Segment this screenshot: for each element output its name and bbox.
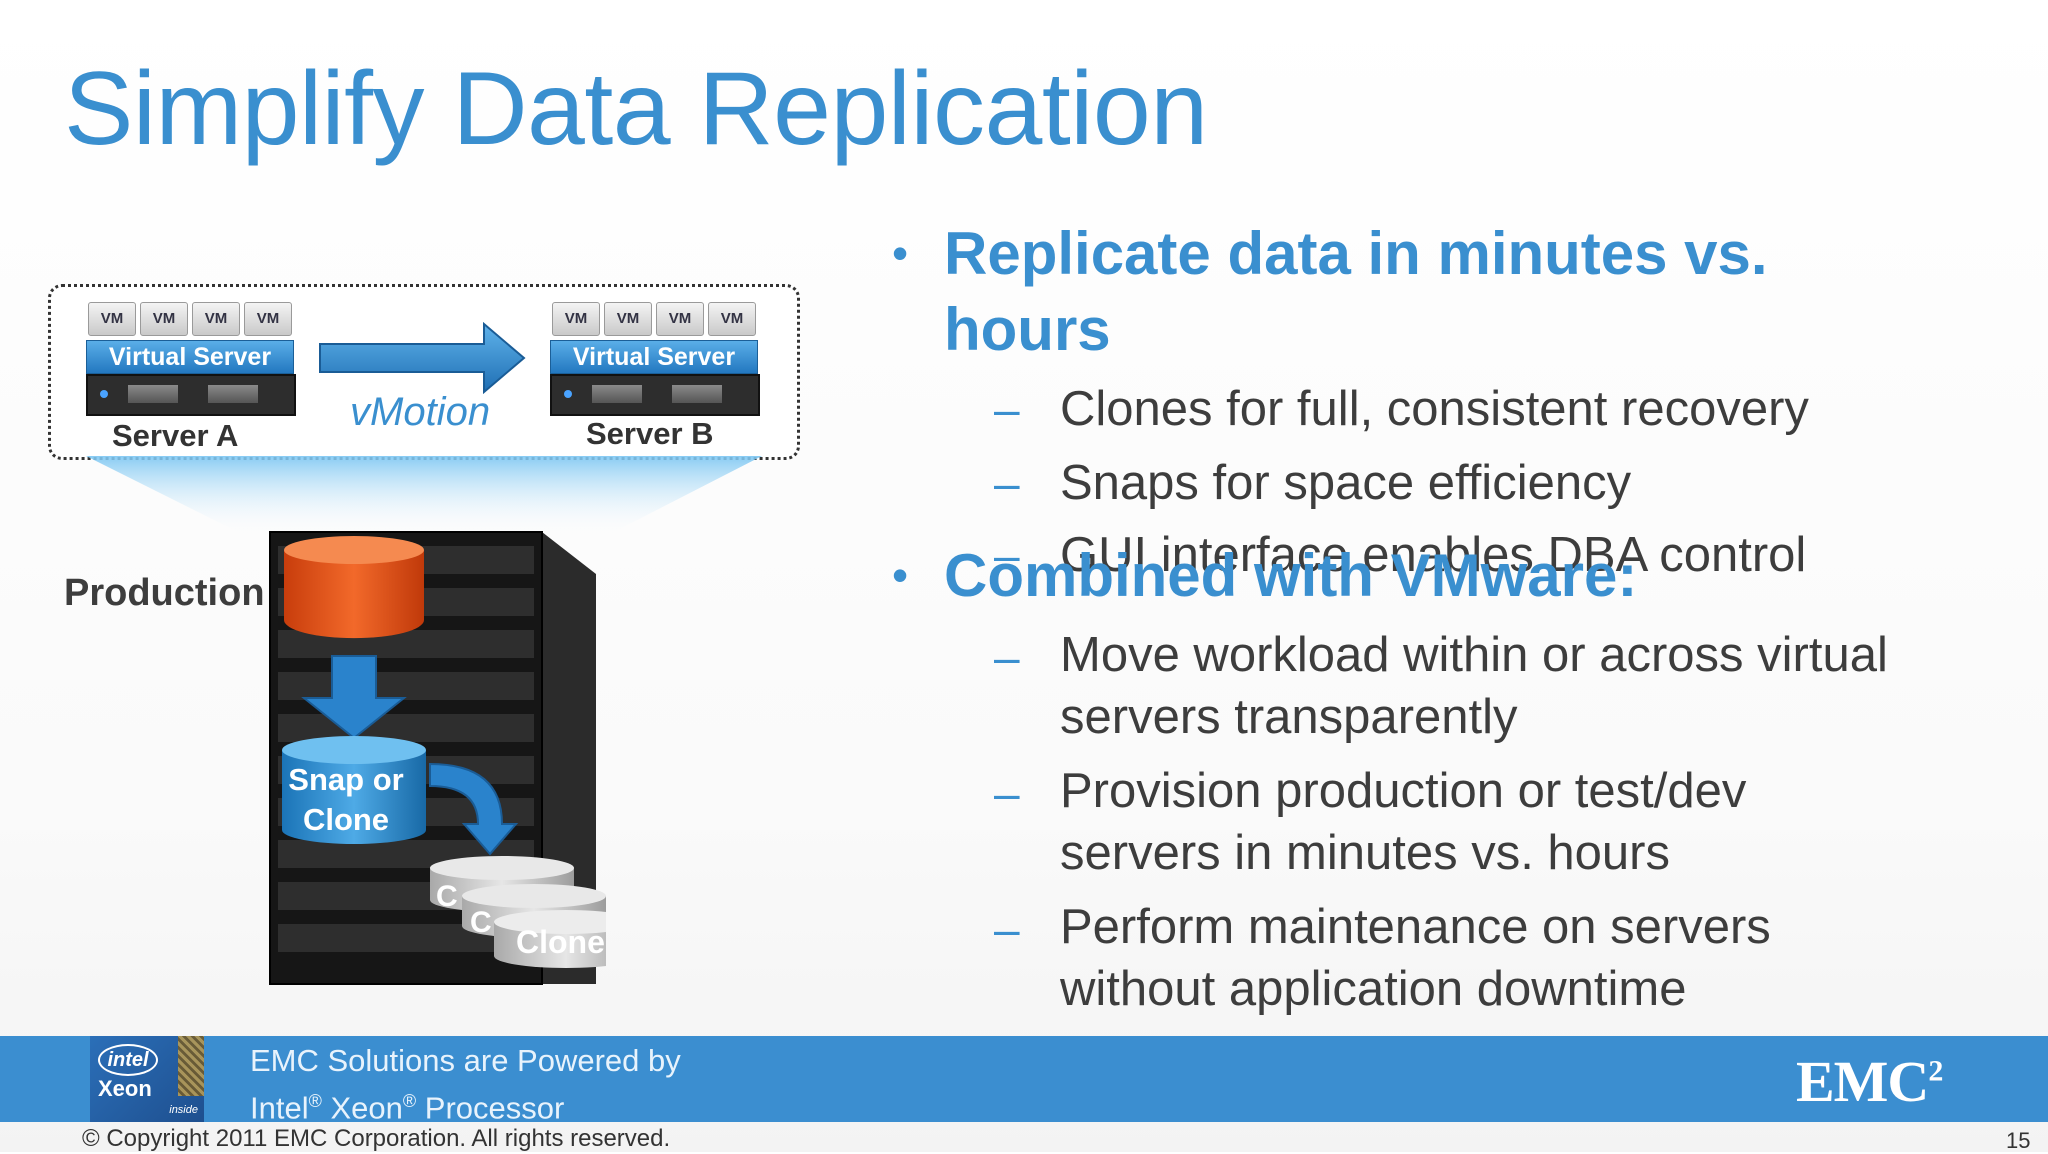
virtual-server-bar-b: Virtual Server: [550, 340, 758, 374]
emc-logo-text: EMC: [1796, 1049, 1929, 1114]
footer-line2: Intel® Xeon® Processor: [250, 1081, 681, 1128]
sub-bullet-clones: Clones for full, consistent recovery: [1060, 382, 1809, 436]
footer-bar: [0, 1036, 2048, 1122]
xeon-logo-text: Xeon: [98, 1076, 152, 1101]
footer-powered-by: EMC Solutions are Powered by Intel® Xeon…: [250, 1040, 681, 1128]
snap-or-clone-line2: Clone: [302, 802, 390, 837]
vm-icon: VM: [656, 302, 704, 336]
bullet-replicate: Replicate data in minutes vs. hours: [944, 216, 1768, 368]
production-label: Production: [64, 572, 265, 614]
sub-bullet-provision-line1: Provision production or test/dev: [1060, 764, 1747, 818]
virtual-server-bar-a: Virtual Server: [86, 340, 294, 374]
clone-partial-label-2: C: [470, 906, 492, 939]
funnel-glow: [86, 456, 762, 536]
footer-processor: Processor: [416, 1090, 565, 1126]
bullet-replicate-line1: Replicate data in minutes vs.: [944, 220, 1768, 287]
footer-reg-mark: ®: [308, 1091, 322, 1111]
clone-label: Clone: [516, 924, 605, 960]
clone-partial-label-1: C: [436, 880, 458, 913]
emc-logo-sup: 2: [1928, 1054, 1943, 1088]
dash: –: [994, 903, 1020, 955]
dash: –: [994, 383, 1020, 435]
sub-bullet-move-workload-line1: Move workload within or across virtual: [1060, 628, 1888, 682]
emc-logo: EMC2: [1796, 1048, 1943, 1115]
sub-bullet-move-workload: Move workload within or across virtual s…: [1060, 624, 1888, 748]
server-b-hardware-icon: [550, 374, 760, 416]
bullet-replicate-line2: hours: [944, 296, 1111, 363]
vm-icon: VM: [552, 302, 600, 336]
vm-icon: VM: [604, 302, 652, 336]
intel-logo-text: intel: [98, 1044, 158, 1076]
sub-bullet-maintenance: Perform maintenance on servers without a…: [1060, 896, 1771, 1020]
sub-bullet-snaps: Snaps for space efficiency: [1060, 456, 1632, 510]
dash: –: [994, 767, 1020, 819]
dash: –: [994, 631, 1020, 683]
sub-bullet-provision: Provision production or test/dev servers…: [1060, 760, 1746, 884]
vm-icon: VM: [88, 302, 136, 336]
dash: –: [994, 457, 1020, 509]
vmotion-label: vMotion: [350, 390, 491, 434]
vm-icon: VM: [140, 302, 188, 336]
slide-title: Simplify Data Replication: [64, 51, 1208, 167]
sub-bullet-provision-line2: servers in minutes vs. hours: [1060, 826, 1670, 880]
bullet-dot: •: [892, 227, 909, 279]
footer-xeon: Xeon: [321, 1090, 403, 1126]
bullet-dot: •: [892, 549, 909, 601]
sub-bullet-maintenance-line2: without application downtime: [1060, 962, 1687, 1016]
dash: –: [994, 529, 1020, 581]
footer-intel: Intel: [250, 1090, 309, 1126]
snap-or-clone-label: Snap or Clone: [284, 760, 408, 840]
server-a-label: Server A: [112, 418, 239, 453]
server-b-label: Server B: [586, 416, 714, 451]
sub-bullet-gui: GUI interface enables DBA control: [1060, 528, 1807, 582]
footer-reg-mark: ®: [402, 1091, 417, 1111]
bullet-vmware: Combined with VMware:: [944, 542, 1638, 609]
vmotion-arrow-icon: [319, 322, 526, 394]
storage-array-icon: [269, 531, 606, 985]
page-number: 15: [2006, 1128, 2031, 1153]
vm-icon: VM: [192, 302, 240, 336]
server-a-hardware-icon: [86, 374, 296, 416]
snap-or-clone-line1: Snap or: [288, 762, 404, 797]
sub-bullet-maintenance-line1: Perform maintenance on servers: [1060, 900, 1771, 954]
sub-bullet-move-workload-line2: servers transparently: [1060, 690, 1518, 744]
intel-xeon-logo: intel Xeon inside: [90, 1036, 204, 1122]
vm-icon: VM: [244, 302, 292, 336]
vm-icon: VM: [708, 302, 756, 336]
footer-line1: EMC Solutions are Powered by: [250, 1043, 681, 1078]
copyright-text: © Copyright 2011 EMC Corporation. All ri…: [82, 1125, 671, 1152]
inside-logo-text: inside: [169, 1104, 198, 1116]
